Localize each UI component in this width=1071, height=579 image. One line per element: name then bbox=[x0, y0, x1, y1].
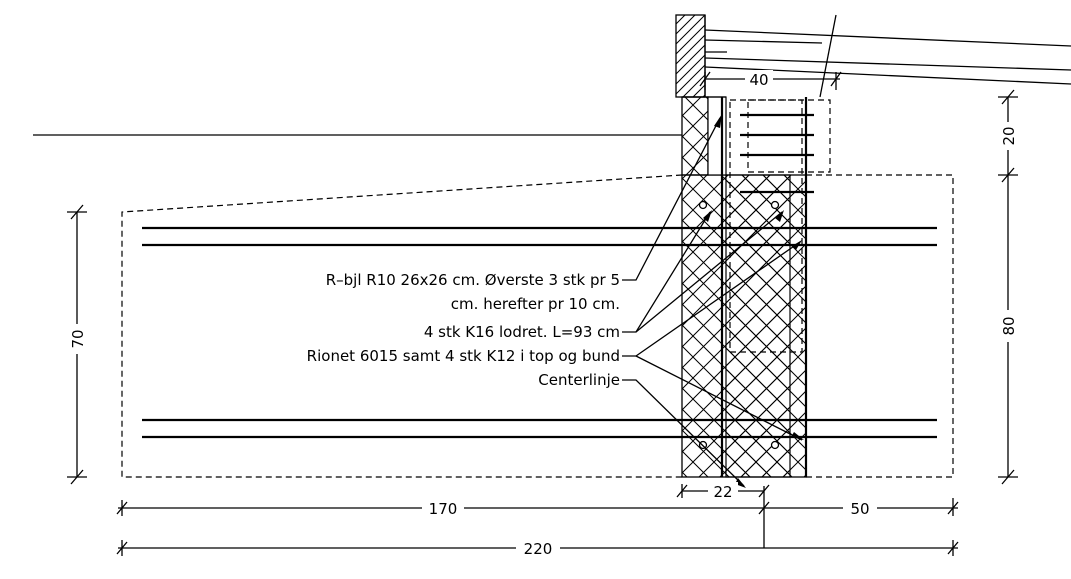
arrowheads bbox=[703, 114, 804, 488]
rebar-lines bbox=[142, 226, 937, 439]
rebar-dots bbox=[698, 200, 780, 450]
note-centerline: Centerlinje bbox=[538, 371, 620, 389]
dim-right: 20 80 bbox=[998, 89, 1018, 485]
note-vertical-bars: 4 stk K16 lodret. L=93 cm bbox=[424, 323, 620, 341]
dim-170-label: 170 bbox=[429, 500, 458, 518]
dim-220-label: 220 bbox=[524, 540, 553, 558]
note-stirrups-cont: cm. herefter pr 10 cm. bbox=[451, 295, 620, 313]
leader-lines bbox=[622, 117, 803, 548]
annotations: R–bjl R10 26x26 cm. Øverste 3 stk pr 5 c… bbox=[307, 271, 620, 389]
dim-22-label: 22 bbox=[713, 483, 732, 501]
dim-80-label: 80 bbox=[1000, 316, 1018, 335]
dim-20-label: 20 bbox=[1000, 126, 1018, 145]
dim-bottom: 22 170 50 bbox=[116, 482, 959, 518]
dim-left-70: 70 bbox=[67, 204, 87, 485]
footing-outline bbox=[121, 174, 954, 478]
dim-total-220: 220 bbox=[116, 539, 959, 558]
foundation-wall bbox=[681, 96, 808, 478]
note-stirrups: R–bjl R10 26x26 cm. Øverste 3 stk pr 5 bbox=[326, 271, 620, 289]
note-mesh: Rionet 6015 samt 4 stk K12 i top og bund bbox=[307, 347, 620, 365]
stirrup-bars bbox=[740, 113, 814, 194]
dim-70-label: 70 bbox=[69, 329, 87, 348]
dim-40-label: 40 bbox=[749, 71, 768, 89]
dim-top-40: 40 bbox=[699, 70, 842, 90]
roof-beam-lines bbox=[704, 14, 1071, 98]
dim-50-label: 50 bbox=[850, 500, 869, 518]
